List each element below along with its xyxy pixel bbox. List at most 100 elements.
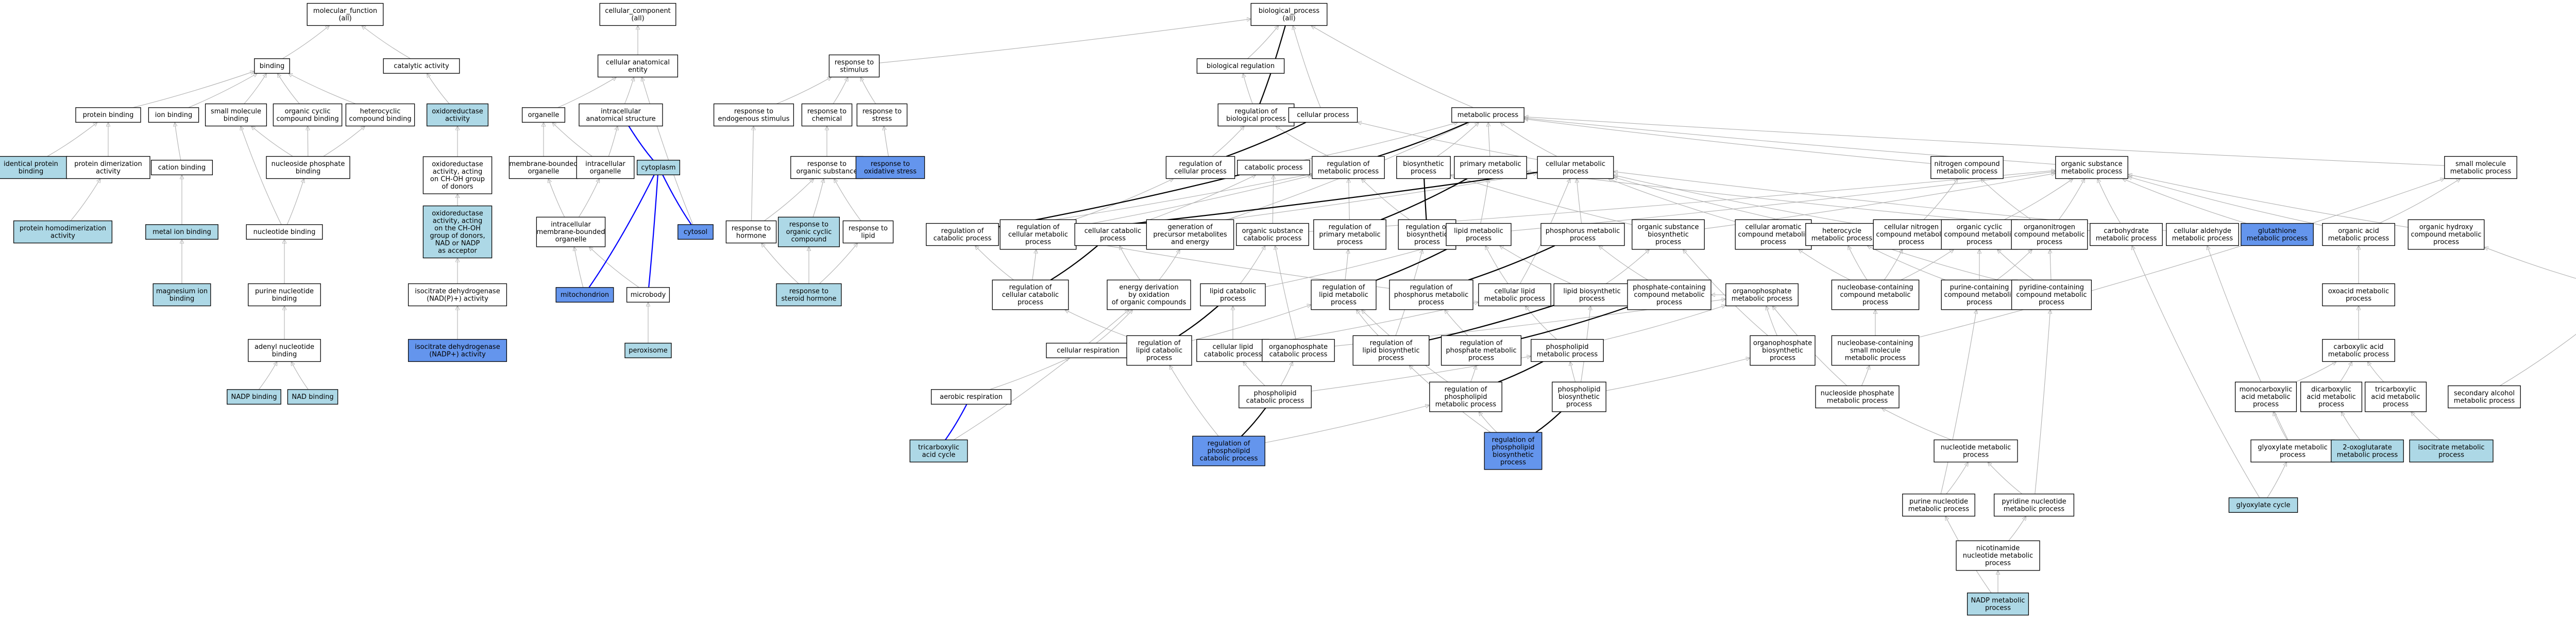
go-term-node: peroxisome: [624, 343, 672, 358]
relation-edge: [834, 179, 861, 221]
go-term-box: [148, 107, 199, 123]
go-term-node: nucleotide binding: [246, 224, 323, 240]
go-term-box: [1250, 3, 1328, 26]
go-term-label: carbohydrate: [2104, 227, 2148, 235]
go-term-label: process: [1655, 239, 1681, 246]
go-term-label: hormone: [736, 232, 766, 240]
go-term-label: cytoplasm: [641, 164, 675, 172]
go-term-box: [1805, 223, 1878, 246]
relation-edge: [1247, 26, 1278, 59]
go-term-label: purine-containing: [1950, 284, 2009, 292]
go-term-label: phospholipid: [1546, 343, 1588, 351]
relation-edge: [1191, 305, 1311, 341]
go-term-label: regulation of: [1017, 224, 1060, 231]
relation-edge: [1139, 175, 1256, 224]
go-term-label: biosynthetic: [1762, 347, 1803, 355]
go-term-label: steroid hormone: [781, 295, 836, 303]
go-term-label: regulation of: [1329, 224, 1371, 231]
relation-edge: [1570, 362, 1576, 382]
go-term-label: binding: [260, 62, 284, 70]
relation-edge: [1468, 245, 1555, 281]
go-term-box: [1217, 103, 1295, 127]
go-term-box: [2011, 219, 2088, 250]
go-term-label: compound metabolic: [1876, 231, 1946, 239]
go-term-box: [2241, 223, 2314, 246]
relation-edge: [1683, 249, 1768, 336]
go-term-label: process: [1760, 239, 1786, 246]
relation-edge: [2499, 333, 2576, 386]
relation-edge: [2341, 412, 2361, 440]
go-term-label: nucleobase-containing: [1837, 284, 1913, 292]
go-term-box: [1956, 540, 2040, 571]
go-term-label: organophosphate: [1269, 343, 1328, 351]
go-term-label: molecular_function: [313, 7, 377, 15]
go-term-label: endogenous stimulus: [718, 115, 789, 123]
go-term-label: organelle: [528, 111, 560, 119]
relation-edge: [1303, 122, 1458, 161]
relation-edge: [1901, 249, 1954, 280]
go-term-box: [1831, 335, 1920, 366]
relation-edge: [1074, 179, 1174, 220]
go-term-box: [152, 283, 211, 307]
go-term-box: [776, 283, 842, 307]
go-term-box: [248, 283, 321, 307]
relation-edge: [1361, 179, 1410, 220]
go-term-node: NAD binding: [287, 389, 338, 405]
go-term-label: purine nucleotide: [1909, 498, 1968, 506]
go-term-label: binding: [19, 167, 43, 175]
go-term-box: [1540, 223, 1625, 246]
go-term-label: process: [1466, 234, 1492, 242]
go-term-box: [626, 287, 670, 303]
relation-edge: [1293, 26, 1321, 108]
go-term-label: protein dimerization: [74, 160, 142, 168]
go-term-label: phosphorus metabolic: [1546, 227, 1620, 235]
relation-edge: [1480, 179, 1488, 224]
go-term-label: catabolic process: [1244, 234, 1302, 242]
go-term-label: regulation of: [1410, 284, 1453, 292]
relation-edge: [2484, 247, 2576, 279]
relation-edge: [833, 77, 848, 104]
go-term-label: process: [1579, 295, 1605, 303]
go-term-label: process: [2039, 299, 2064, 307]
go-term-box: [1902, 493, 1975, 517]
go-term-box: [248, 339, 321, 362]
go-term-label: stress: [872, 115, 892, 123]
relation-edge: [574, 247, 584, 288]
go-term-box: [801, 103, 853, 127]
go-term-label: compound: [791, 236, 827, 244]
go-term-label: metabolic process: [2328, 350, 2389, 358]
relation-edge: [1076, 172, 1538, 230]
relation-edge: [2207, 246, 2289, 440]
go-term-box: [1352, 335, 1430, 366]
go-term-label: (all): [338, 14, 351, 22]
go-term-label: group of donors,: [430, 232, 485, 240]
go-term-box: [1941, 219, 2018, 250]
go-term-box: [2166, 223, 2239, 246]
go-term-label: catabolic process: [1269, 350, 1328, 358]
go-term-label: (all): [631, 14, 644, 22]
go-term-label: activity: [96, 167, 121, 175]
go-term-box: [1196, 339, 1269, 362]
relation-edge: [1436, 122, 1479, 157]
relation-edge: [879, 19, 1251, 63]
go-term-box: [2322, 223, 2395, 246]
go-term-label: biological_process: [1259, 7, 1320, 15]
go-term-box: [227, 389, 281, 405]
go-term-box: [1126, 335, 1192, 366]
go-term-label: binding: [272, 295, 297, 303]
